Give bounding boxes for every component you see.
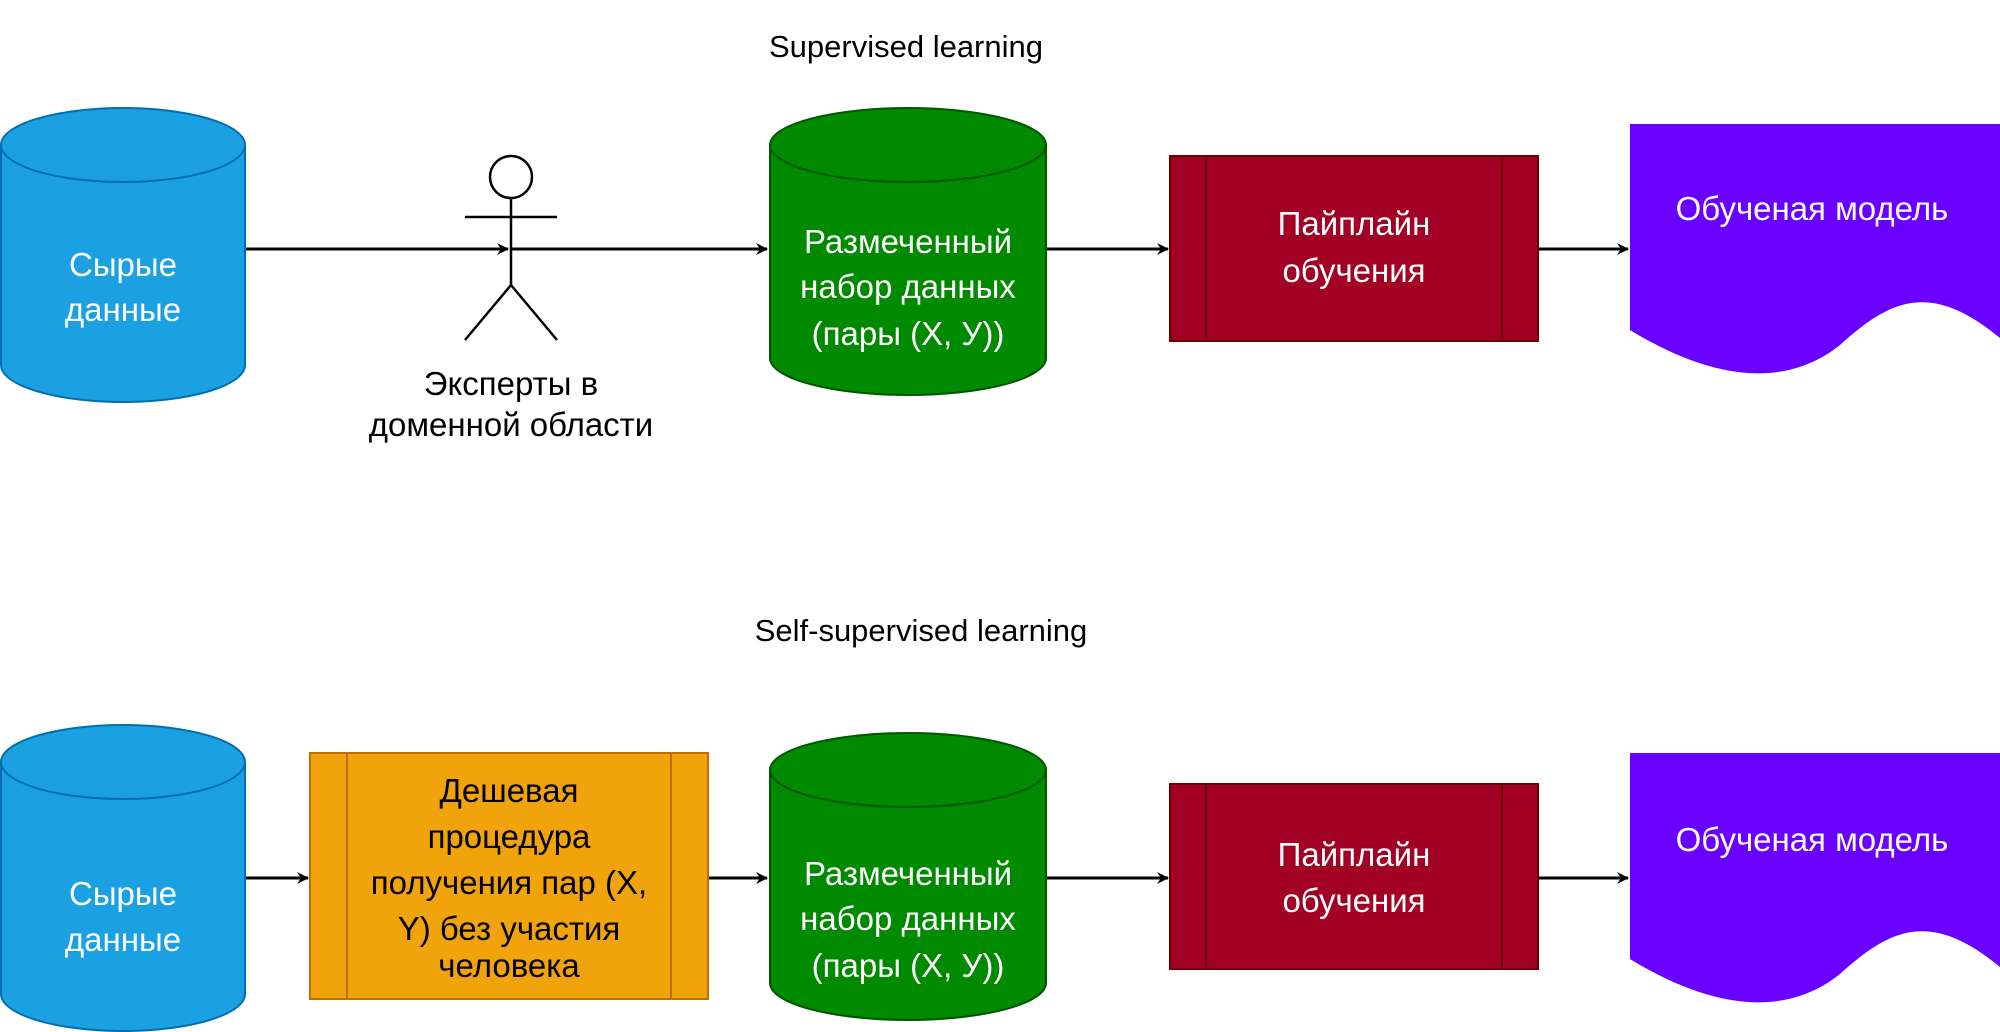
procedure-label-4: Y) без участия xyxy=(398,910,621,947)
pipeline-2-label-1: Пайплайн xyxy=(1278,836,1431,873)
dataset-label-1: Размеченный xyxy=(804,223,1012,260)
procedure-label-3: получения пар (X, xyxy=(371,864,647,901)
dataset-2-label-2: набор данных xyxy=(800,900,1016,937)
supervised-title: Supervised learning xyxy=(769,29,1043,64)
trained-model-document[interactable]: Обученая модель xyxy=(1630,124,2000,374)
pipeline-label-2: обучения xyxy=(1282,252,1425,289)
procedure-label-5: человека xyxy=(438,947,580,984)
labeled-dataset-cylinder[interactable]: Размеченный набор данных (пары (X, У)) xyxy=(769,107,1047,396)
labeled-dataset-cylinder-2[interactable]: Размеченный набор данных (пары (X, У)) xyxy=(769,732,1047,1021)
cheap-procedure-process[interactable]: Дешевая процедура получения пар (X, Y) б… xyxy=(309,752,709,1000)
experts-label-1: Эксперты в xyxy=(424,365,598,402)
model-label: Обученая модель xyxy=(1676,190,1949,227)
training-pipeline-process-2[interactable]: Пайплайн обучения xyxy=(1169,783,1539,970)
raw-data-cylinder-2[interactable]: Сырые данные xyxy=(0,724,246,1032)
raw-data-2-label-2: данные xyxy=(65,921,181,958)
raw-data-label-2: данные xyxy=(65,291,181,328)
pipeline-2-label-2: обучения xyxy=(1282,882,1425,919)
dataset-label-3: (пары (X, У)) xyxy=(812,315,1005,352)
dataset-label-2: набор данных xyxy=(800,268,1016,305)
dataset-2-label-1: Размеченный xyxy=(804,855,1012,892)
raw-data-label-1: Сырые xyxy=(69,246,177,283)
self-supervised-title: Self-supervised learning xyxy=(755,613,1088,648)
procedure-label-2: процедура xyxy=(428,818,591,855)
raw-data-cylinder[interactable]: Сырые данные xyxy=(0,107,246,403)
procedure-label-1: Дешевая xyxy=(440,772,579,809)
model-2-label: Обученая модель xyxy=(1676,821,1949,858)
dataset-2-label-3: (пары (X, У)) xyxy=(812,947,1005,984)
trained-model-document-2[interactable]: Обученая модель xyxy=(1630,753,2000,1003)
pipeline-label-1: Пайплайн xyxy=(1278,205,1431,242)
experts-label-2: доменной области xyxy=(369,406,653,443)
experts-actor-icon[interactable] xyxy=(464,154,558,341)
raw-data-2-label-1: Сырые xyxy=(69,875,177,912)
training-pipeline-process[interactable]: Пайплайн обучения xyxy=(1169,155,1539,342)
